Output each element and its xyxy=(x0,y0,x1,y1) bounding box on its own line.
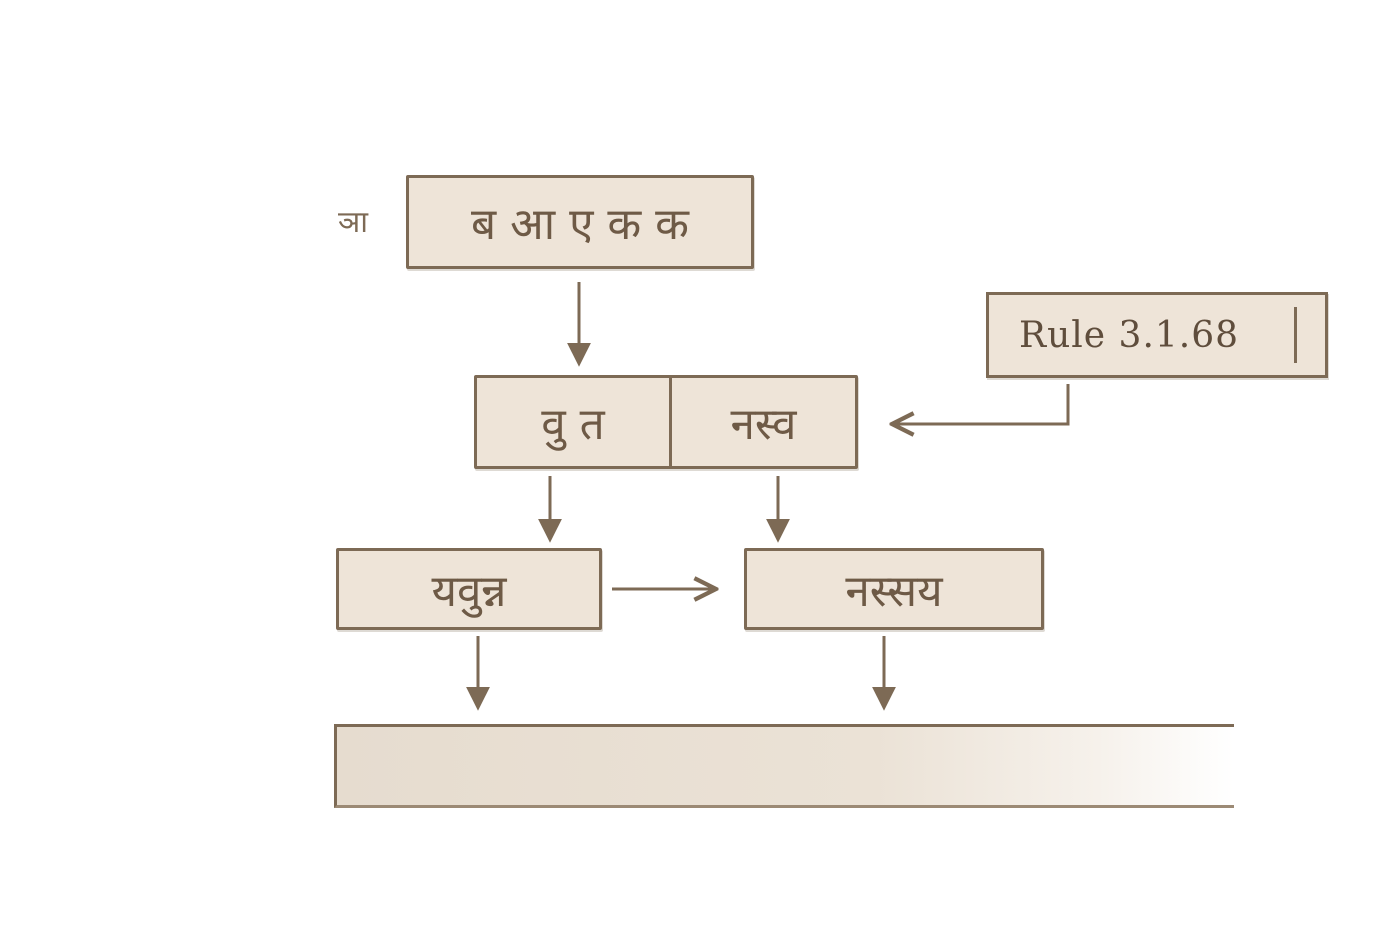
split-box-right: नस्व xyxy=(730,399,797,450)
rule-box: Rule 3.1.68 xyxy=(986,292,1328,378)
rule-label: Rule 3.1.68 xyxy=(1019,314,1240,356)
split-box-divider xyxy=(669,378,672,466)
right-result-text: नस्सय xyxy=(845,566,943,617)
root-box-text: ब आ ए क क xyxy=(471,199,689,250)
root-box: ब आ ए क क xyxy=(406,175,754,269)
left-result-box: यवुन्न xyxy=(336,548,602,630)
right-result-box: नस्सय xyxy=(744,548,1044,630)
split-box-left: वु त xyxy=(541,399,605,450)
rule-box-bar xyxy=(1294,307,1297,363)
side-mark: ञा xyxy=(338,205,369,240)
split-box: वु त नस्व xyxy=(474,375,858,469)
left-result-text: यवुन्न xyxy=(431,566,507,617)
final-result-box xyxy=(334,724,1234,808)
arrow-rule-to-split xyxy=(892,384,1070,424)
